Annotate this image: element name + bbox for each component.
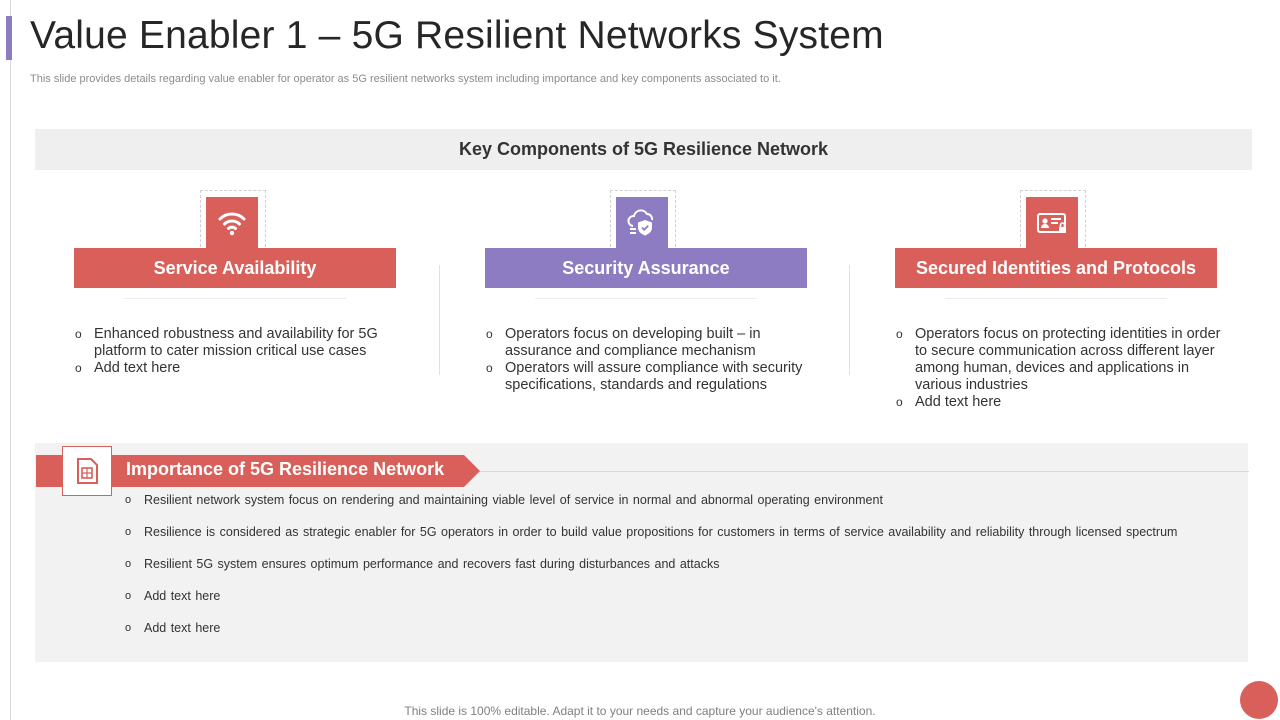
list-item: Operators will assure compliance with se…	[465, 360, 825, 394]
left-margin-rule	[10, 0, 11, 720]
wifi-icon	[218, 212, 246, 236]
importance-icon-tile	[62, 446, 112, 496]
list-item: Operators focus on protecting identities…	[875, 326, 1235, 394]
label-shadow	[124, 298, 346, 299]
column-divider	[849, 265, 850, 375]
id-card-lock-icon	[1037, 213, 1066, 233]
key-components-header: Key Components of 5G Resilience Network	[35, 129, 1252, 170]
list-item: Add text here	[54, 360, 414, 377]
icon-frame	[1020, 190, 1086, 249]
service-availability-label: Service Availability	[74, 248, 396, 288]
icon-tile	[616, 197, 668, 249]
title-accent-bar	[6, 16, 12, 60]
slide-title: Value Enabler 1 – 5G Resilient Networks …	[30, 14, 884, 57]
slide-subtitle: This slide provides details regarding va…	[30, 73, 781, 85]
importance-rule	[474, 471, 1249, 472]
label-shadow	[535, 298, 757, 299]
secured-identities-label: Secured Identities and Protocols	[895, 248, 1217, 288]
shield-cloud-icon	[627, 209, 654, 236]
column-divider	[439, 265, 440, 375]
corner-decoration	[1240, 681, 1278, 719]
importance-bullets: Resilient network system focus on render…	[125, 492, 1177, 652]
list-item: Resilience is considered as strategic en…	[125, 524, 1177, 556]
list-item: Operators focus on developing built – in…	[465, 326, 825, 360]
icon-tile	[206, 197, 258, 249]
icon-frame	[610, 190, 676, 249]
list-item: Add text here	[125, 588, 1177, 620]
security-assurance-bullets: Operators focus on developing built – in…	[465, 326, 825, 394]
list-item: Enhanced robustness and availability for…	[54, 326, 414, 360]
secured-identities-bullets: Operators focus on protecting identities…	[875, 326, 1235, 411]
label-shadow	[945, 298, 1167, 299]
list-item: Resilient network system focus on render…	[125, 492, 1177, 524]
slide-footer: This slide is 100% editable. Adapt it to…	[404, 704, 876, 718]
icon-frame	[200, 190, 266, 249]
service-availability-bullets: Enhanced robustness and availability for…	[54, 326, 414, 377]
list-item: Add text here	[875, 394, 1235, 411]
icon-tile	[1026, 197, 1078, 249]
sim-card-icon	[77, 458, 98, 484]
importance-title: Importance of 5G Resilience Network	[126, 459, 445, 479]
list-item: Resilient 5G system ensures optimum perf…	[125, 556, 1177, 588]
security-assurance-label: Security Assurance	[485, 248, 807, 288]
list-item: Add text here	[125, 620, 1177, 652]
